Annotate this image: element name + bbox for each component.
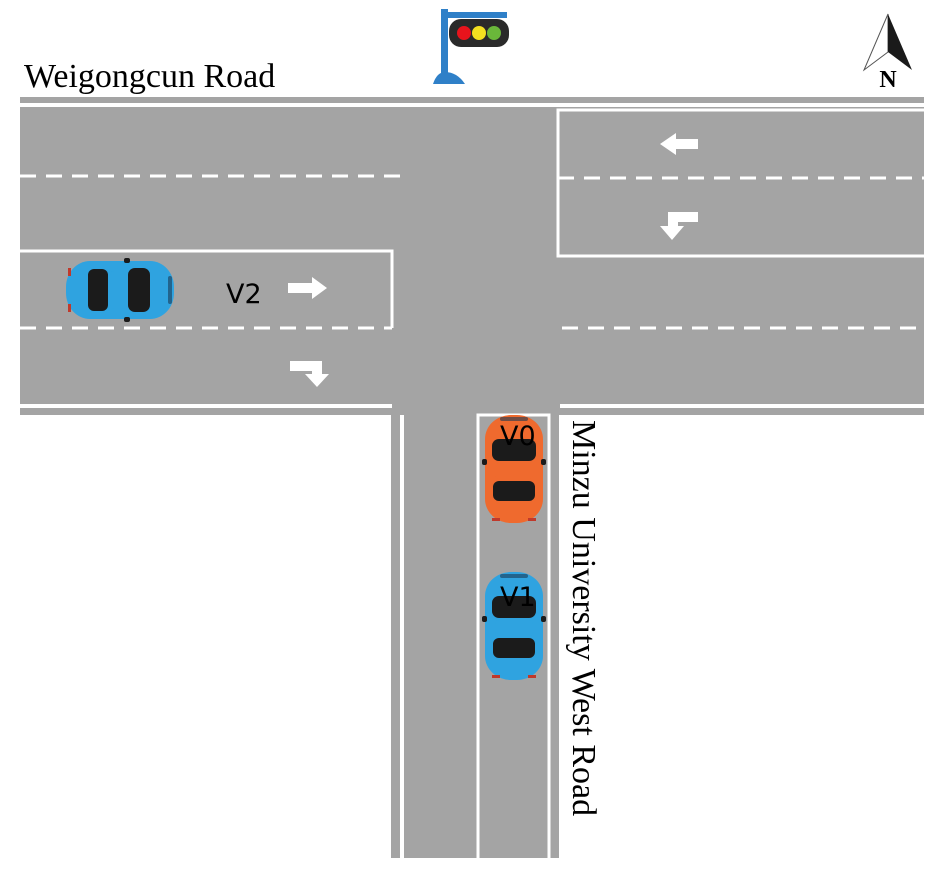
road-surface xyxy=(20,97,924,858)
vehicle-label-v0: V0 xyxy=(500,421,536,452)
road-markings xyxy=(20,103,924,858)
traffic-light-arm xyxy=(441,12,507,18)
east-lane-box xyxy=(556,108,924,258)
lane-arrows xyxy=(288,133,698,387)
green-lamp xyxy=(487,26,501,40)
right-turn-arrow-icon xyxy=(290,361,329,387)
traffic-light-base xyxy=(433,72,465,84)
traffic-light-icon xyxy=(433,9,509,84)
car-icon xyxy=(66,258,174,322)
straight-arrow-icon xyxy=(288,277,327,299)
compass-label: N xyxy=(879,67,897,93)
traffic-light-pole xyxy=(441,9,448,77)
yellow-lamp xyxy=(472,26,486,40)
red-lamp xyxy=(457,26,471,40)
side-road-label: Minzu University West Road xyxy=(565,420,602,816)
compass-north-icon: N xyxy=(862,13,912,93)
vehicle-label-v2: V2 xyxy=(226,279,262,310)
left-turn-arrow-icon xyxy=(660,212,698,240)
vehicle-label-v1: V1 xyxy=(500,582,536,613)
vehicle-v2 xyxy=(66,258,174,322)
west-straight-lane-box xyxy=(20,249,394,328)
left-straight-arrow-icon xyxy=(660,133,698,155)
main-road-label: Weigongcun Road xyxy=(24,58,275,95)
